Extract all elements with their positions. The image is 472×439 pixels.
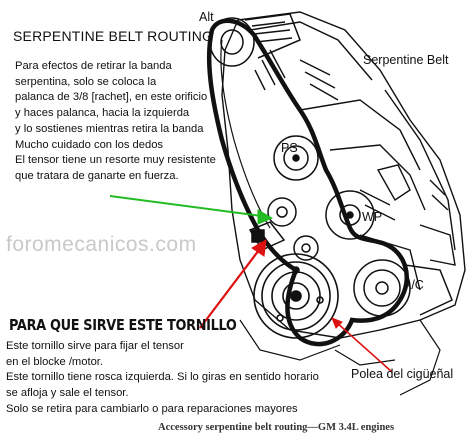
instruction-line: en el blocke /motor. (6, 355, 104, 368)
green-arrow (109, 195, 274, 225)
instruction-line: Para efectos de retirar la banda (15, 60, 172, 72)
ac-label: A/C (403, 278, 424, 292)
ac-compressor (353, 259, 453, 317)
instruction-line: serpentina, solo se coloca la (15, 75, 157, 88)
red-arrow (199, 239, 267, 329)
watermark-text: foromecanicos.com (6, 233, 197, 256)
instruction-line: y haces palanca, hacia la izquierda (15, 107, 190, 120)
crank-pulley-label: Polea del cigüeñal (351, 367, 454, 381)
instructions-top: Para efectos de retirar la banda serpent… (15, 59, 216, 185)
instruction-line: se afloja y sale el tensor. (6, 387, 129, 400)
water-pump-label: WP (362, 210, 383, 224)
instruction-line: Este tornillo tiene rosca izquierda. Si … (6, 371, 319, 384)
red-pointer-crank (331, 317, 393, 373)
tornillo-heading: PARA QUE SIRVE ESTE TORNILLO (9, 316, 237, 334)
instruction-line: Este tornillo sirve para fijar el tensor (6, 340, 184, 352)
crankshaft-pulley (253, 253, 339, 339)
instructions-bottom: Este tornillo sirve para fijar el tensor… (6, 339, 319, 418)
tensioner (248, 197, 297, 251)
power-steering-pulley (273, 135, 319, 181)
serpentine-belt (206, 18, 410, 347)
water-pump-pulley (325, 190, 375, 240)
power-steering-label: PS (281, 141, 298, 155)
instruction-line: Solo se retira para cambiarlo o para rep… (6, 402, 298, 415)
instruction-line: que tratara de ganarte en fuerza. (15, 169, 179, 182)
figure-caption: Accessory serpentine belt routing—GM 3.4… (158, 422, 395, 433)
instruction-line: palanca de 3/8 [rachet], en este orifici… (15, 91, 208, 104)
page-title: SERPENTINE BELT ROUTING (13, 28, 214, 44)
instruction-line: y lo sostienes mientras retira la banda (15, 122, 204, 135)
serpentine-belt-label: Serpentine Belt (363, 53, 449, 67)
instruction-line: Mucho cuidado con los dedos (15, 138, 164, 151)
instruction-line: El tensor tiene un resorte muy resistent… (15, 154, 216, 167)
idler-pulley (293, 235, 319, 261)
alternator-label: Alt (199, 10, 214, 24)
